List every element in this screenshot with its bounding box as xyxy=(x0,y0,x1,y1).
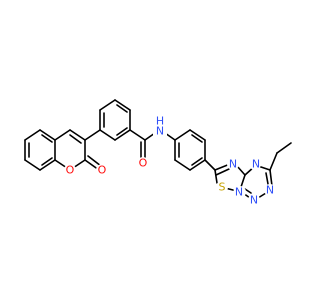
bond xyxy=(265,172,269,185)
triazole-nitrogen-label-3: N xyxy=(266,184,274,197)
thiadiazole-sulfur-label: S xyxy=(219,181,226,194)
double-bond-inner xyxy=(116,104,128,113)
bond xyxy=(87,155,102,167)
coumarin-benzo-ring xyxy=(24,129,56,171)
bond xyxy=(269,169,273,187)
double-bond-inner xyxy=(41,134,53,143)
bond xyxy=(269,152,278,171)
molecule-structure-diagram: O O O H N N S N N N N xyxy=(24,99,292,207)
double-bond-inner xyxy=(116,127,128,136)
ring-oxygen-label: O xyxy=(66,164,75,177)
amide-nitrogen-label: N xyxy=(156,125,164,138)
amide-carbonyl-oxygen-label: O xyxy=(139,157,148,170)
thiadiazole-nitrogen-label: N xyxy=(229,158,237,171)
bond xyxy=(204,159,216,171)
bond xyxy=(189,159,206,171)
bond xyxy=(99,129,116,141)
bond xyxy=(276,142,292,154)
amide-group xyxy=(129,129,176,159)
central-benzene-ring xyxy=(99,99,131,141)
bond xyxy=(236,165,246,176)
atom-labels: O O O H N N S N N N N xyxy=(64,115,276,207)
bond xyxy=(215,168,230,176)
double-bond-inner xyxy=(191,157,203,166)
bond xyxy=(174,159,191,171)
bond xyxy=(214,169,218,184)
double-bond-inner xyxy=(41,157,53,166)
double-bond-inner xyxy=(191,134,203,143)
bond xyxy=(174,129,191,141)
bond xyxy=(114,99,131,111)
bond xyxy=(129,129,146,141)
bond xyxy=(54,129,71,141)
bond xyxy=(69,129,86,141)
triazole-nitrogen-label-1: N xyxy=(235,186,243,199)
bond xyxy=(39,129,56,141)
lactone-carbonyl-oxygen-label: O xyxy=(98,164,107,177)
bond xyxy=(24,129,41,141)
double-bond-inner xyxy=(69,134,82,144)
bond xyxy=(84,129,101,141)
bond xyxy=(99,99,116,111)
bond xyxy=(189,129,206,141)
triazole-nitrogen-label-2: N xyxy=(250,194,258,207)
amide-hydrogen-label: H xyxy=(156,115,164,128)
bond xyxy=(257,192,267,199)
ethyl-group xyxy=(269,142,292,171)
bond xyxy=(114,129,131,141)
bond xyxy=(39,159,56,171)
para-phenylene-ring xyxy=(174,129,206,171)
fused-nitrogen-label: N xyxy=(252,158,260,171)
bond xyxy=(24,159,41,171)
coumarin-pyranone-ring xyxy=(54,129,102,171)
bond xyxy=(244,188,252,194)
